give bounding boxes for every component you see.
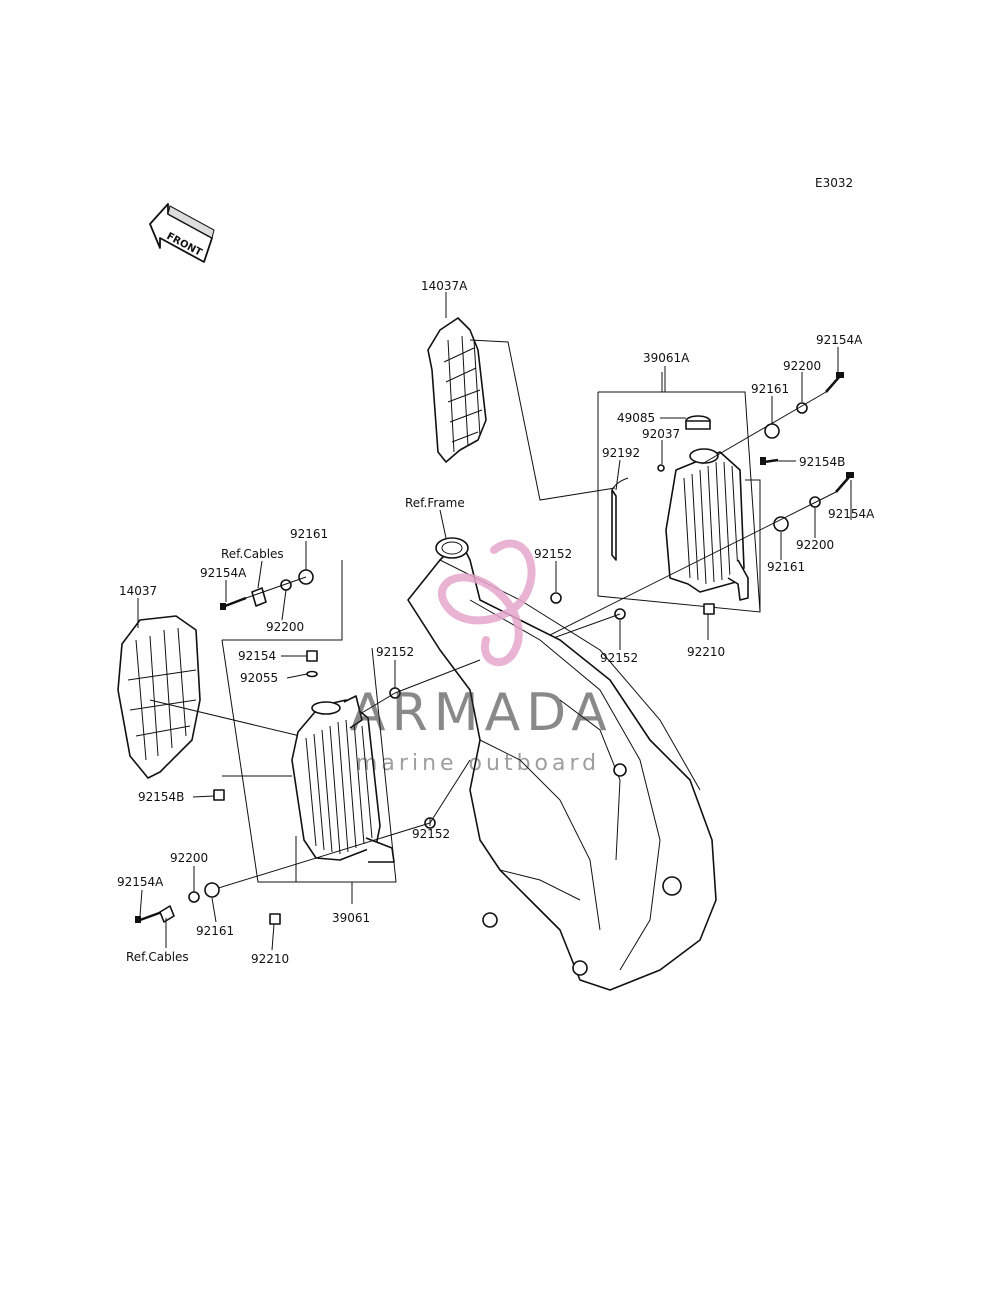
hose-92192 bbox=[611, 489, 617, 561]
label-ref-cables-bottom: Ref.Cables bbox=[126, 950, 189, 964]
bolt-92154A-r2 bbox=[835, 472, 854, 493]
diagram-code: E3032 bbox=[815, 176, 853, 190]
watermark: ARMADA marine outboard bbox=[350, 539, 613, 776]
label-ref-cables-top: Ref.Cables bbox=[221, 547, 284, 561]
plug-92154 bbox=[306, 650, 318, 662]
grommet-92161-l2 bbox=[204, 882, 220, 898]
label-92154B-l: 92154B bbox=[138, 790, 184, 804]
label-92154A-l1: 92154A bbox=[200, 566, 247, 580]
label-39061A: 39061A bbox=[643, 351, 690, 365]
label-92161-l2: 92161 bbox=[196, 924, 234, 938]
label-39061: 39061 bbox=[332, 911, 370, 925]
watermark-tagline: marine outboard bbox=[356, 751, 600, 776]
label-92154B-r: 92154B bbox=[799, 455, 845, 469]
oring-92055 bbox=[306, 670, 318, 678]
label-92154A-l2: 92154A bbox=[117, 875, 164, 889]
label-ref-frame: Ref.Frame bbox=[405, 496, 465, 510]
label-92192: 92192 bbox=[602, 446, 640, 460]
label-92152-left: 92152 bbox=[376, 645, 414, 659]
label-92152-mid: 92152 bbox=[600, 651, 638, 665]
pin-92037 bbox=[657, 464, 665, 472]
watermark-logo-icon bbox=[437, 539, 536, 667]
cable-clamp-top bbox=[251, 587, 267, 607]
radiator-39061 bbox=[291, 695, 395, 863]
label-92210-l: 92210 bbox=[251, 952, 289, 966]
shroud-14037 bbox=[117, 615, 201, 779]
bolt-92210-l bbox=[269, 913, 281, 925]
nut-92152-top bbox=[550, 592, 562, 604]
label-92161-l1: 92161 bbox=[290, 527, 328, 541]
washer-92200-r1 bbox=[796, 402, 808, 414]
label-92200-r2: 92200 bbox=[796, 538, 834, 552]
label-49085: 49085 bbox=[617, 411, 655, 425]
bolt-92154A-l2 bbox=[135, 910, 163, 923]
bolt-92154B-r bbox=[760, 457, 779, 465]
washer-92200-l2 bbox=[188, 891, 200, 903]
label-14037A: 14037A bbox=[421, 279, 468, 293]
radiator-39061A bbox=[665, 448, 749, 601]
label-92154A-r1: 92154A bbox=[816, 333, 863, 347]
grommet-92161-r2 bbox=[773, 516, 789, 532]
bolt-92154A-l1 bbox=[220, 596, 247, 610]
bolt-92154B-l bbox=[213, 789, 225, 801]
label-92037: 92037 bbox=[642, 427, 680, 441]
label-92210-r: 92210 bbox=[687, 645, 725, 659]
label-14037: 14037 bbox=[119, 584, 157, 598]
shroud-14037A bbox=[427, 317, 487, 463]
label-92161-r2: 92161 bbox=[767, 560, 805, 574]
label-92161-r1: 92161 bbox=[751, 382, 789, 396]
watermark-brand: ARMADA bbox=[350, 683, 613, 743]
front-arrow-icon: FRONT bbox=[149, 203, 215, 263]
label-92200-r1: 92200 bbox=[783, 359, 821, 373]
bolt-92210-r bbox=[703, 603, 715, 615]
cap-49085-body bbox=[685, 420, 711, 430]
label-92154: 92154 bbox=[238, 649, 276, 663]
cable-clamp-bottom bbox=[159, 905, 175, 923]
label-92152-top: 92152 bbox=[534, 547, 572, 561]
label-92200-l1: 92200 bbox=[266, 620, 304, 634]
label-92055: 92055 bbox=[240, 671, 278, 685]
label-92152-low: 92152 bbox=[412, 827, 450, 841]
label-92200-l2: 92200 bbox=[170, 851, 208, 865]
bolt-92154A-r1 bbox=[825, 372, 844, 393]
label-92154A-r2: 92154A bbox=[828, 507, 875, 521]
